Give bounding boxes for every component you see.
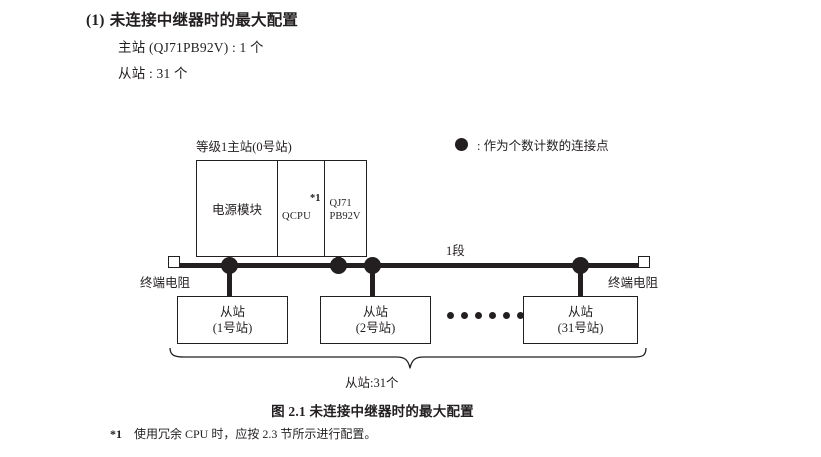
ellipsis-dot	[517, 312, 524, 319]
footnote-marker: *1	[310, 193, 321, 204]
rack-label: 等级1主站(0号站)	[196, 140, 292, 154]
slave-title: 从站	[567, 305, 593, 319]
ellipsis-dot	[503, 312, 510, 319]
legend: : 作为个数计数的连接点	[455, 135, 609, 154]
slave-title: 从站	[219, 305, 245, 319]
ellipsis-dot	[461, 312, 468, 319]
footnote-text: 使用冗余 CPU 时，应按 2.3 节所示进行配置。	[134, 427, 377, 441]
terminator-right-label: 终端电阻	[608, 276, 659, 290]
slave-station-number: (2号站)	[355, 321, 396, 335]
connection-dot-slave1	[221, 257, 238, 274]
section-title: 未连接中继器时的最大配置	[109, 12, 299, 29]
terminator-left-label: 终端电阻	[140, 276, 191, 290]
footnote: *1 使用冗余 CPU 时，应按 2.3 节所示进行配置。	[110, 425, 376, 442]
slave-station-number: (1号站)	[212, 321, 253, 335]
section-heading: (1)未连接中继器时的最大配置	[86, 8, 298, 30]
qcpu-label: QCPU	[282, 211, 311, 222]
drop-line-slave2	[370, 266, 375, 297]
slave-title: 从站	[362, 305, 388, 319]
filled-circle-icon	[455, 138, 468, 151]
master-rack: 电源模块 QCPU *1 QJ71 PB92V	[196, 160, 367, 257]
slave-station-number: (31号站)	[557, 321, 604, 335]
rack-cell-master-module: QJ71 PB92V	[325, 161, 367, 256]
ellipsis-dots	[447, 312, 524, 319]
slave-group-brace	[168, 347, 648, 375]
drop-line-slave31	[578, 266, 583, 297]
drop-line-slave1	[227, 266, 232, 297]
master-module-line2: PB92V	[329, 211, 361, 222]
spec-slave-count: 从站 : 31 个	[118, 66, 188, 81]
bus-trunk-line	[172, 263, 648, 268]
ellipsis-dot	[475, 312, 482, 319]
terminator-right-icon	[638, 256, 650, 268]
slave-station-box: 从站 (2号站)	[320, 296, 431, 344]
rack-cell-power-module: 电源模块	[197, 161, 279, 256]
slave-station-box: 从站 (31号站)	[523, 296, 638, 344]
brace-label: 从站:31个	[345, 376, 399, 390]
terminator-left-icon	[168, 256, 180, 268]
connection-dot-slave2	[364, 257, 381, 274]
master-module-line1: QJ71	[329, 198, 352, 209]
spec-master-count: 主站 (QJ71PB92V) : 1 个	[118, 40, 264, 55]
master-module-label: QJ71 PB92V	[330, 197, 361, 223]
power-module-label: 电源模块	[212, 203, 263, 217]
legend-label: : 作为个数计数的连接点	[477, 139, 609, 153]
slave-station-box: 从站 (1号站)	[177, 296, 288, 344]
footnote-mark: *1	[110, 427, 122, 441]
ellipsis-dot	[489, 312, 496, 319]
section-number: (1)	[86, 12, 105, 29]
connection-dot-slave31	[572, 257, 589, 274]
segment-label: 1段	[446, 244, 465, 258]
rack-cell-qcpu: QCPU *1	[278, 161, 325, 256]
figure-caption: 图 2.1 未连接中继器时的最大配置	[271, 404, 474, 419]
ellipsis-dot	[447, 312, 454, 319]
connection-dot-master	[330, 257, 347, 274]
